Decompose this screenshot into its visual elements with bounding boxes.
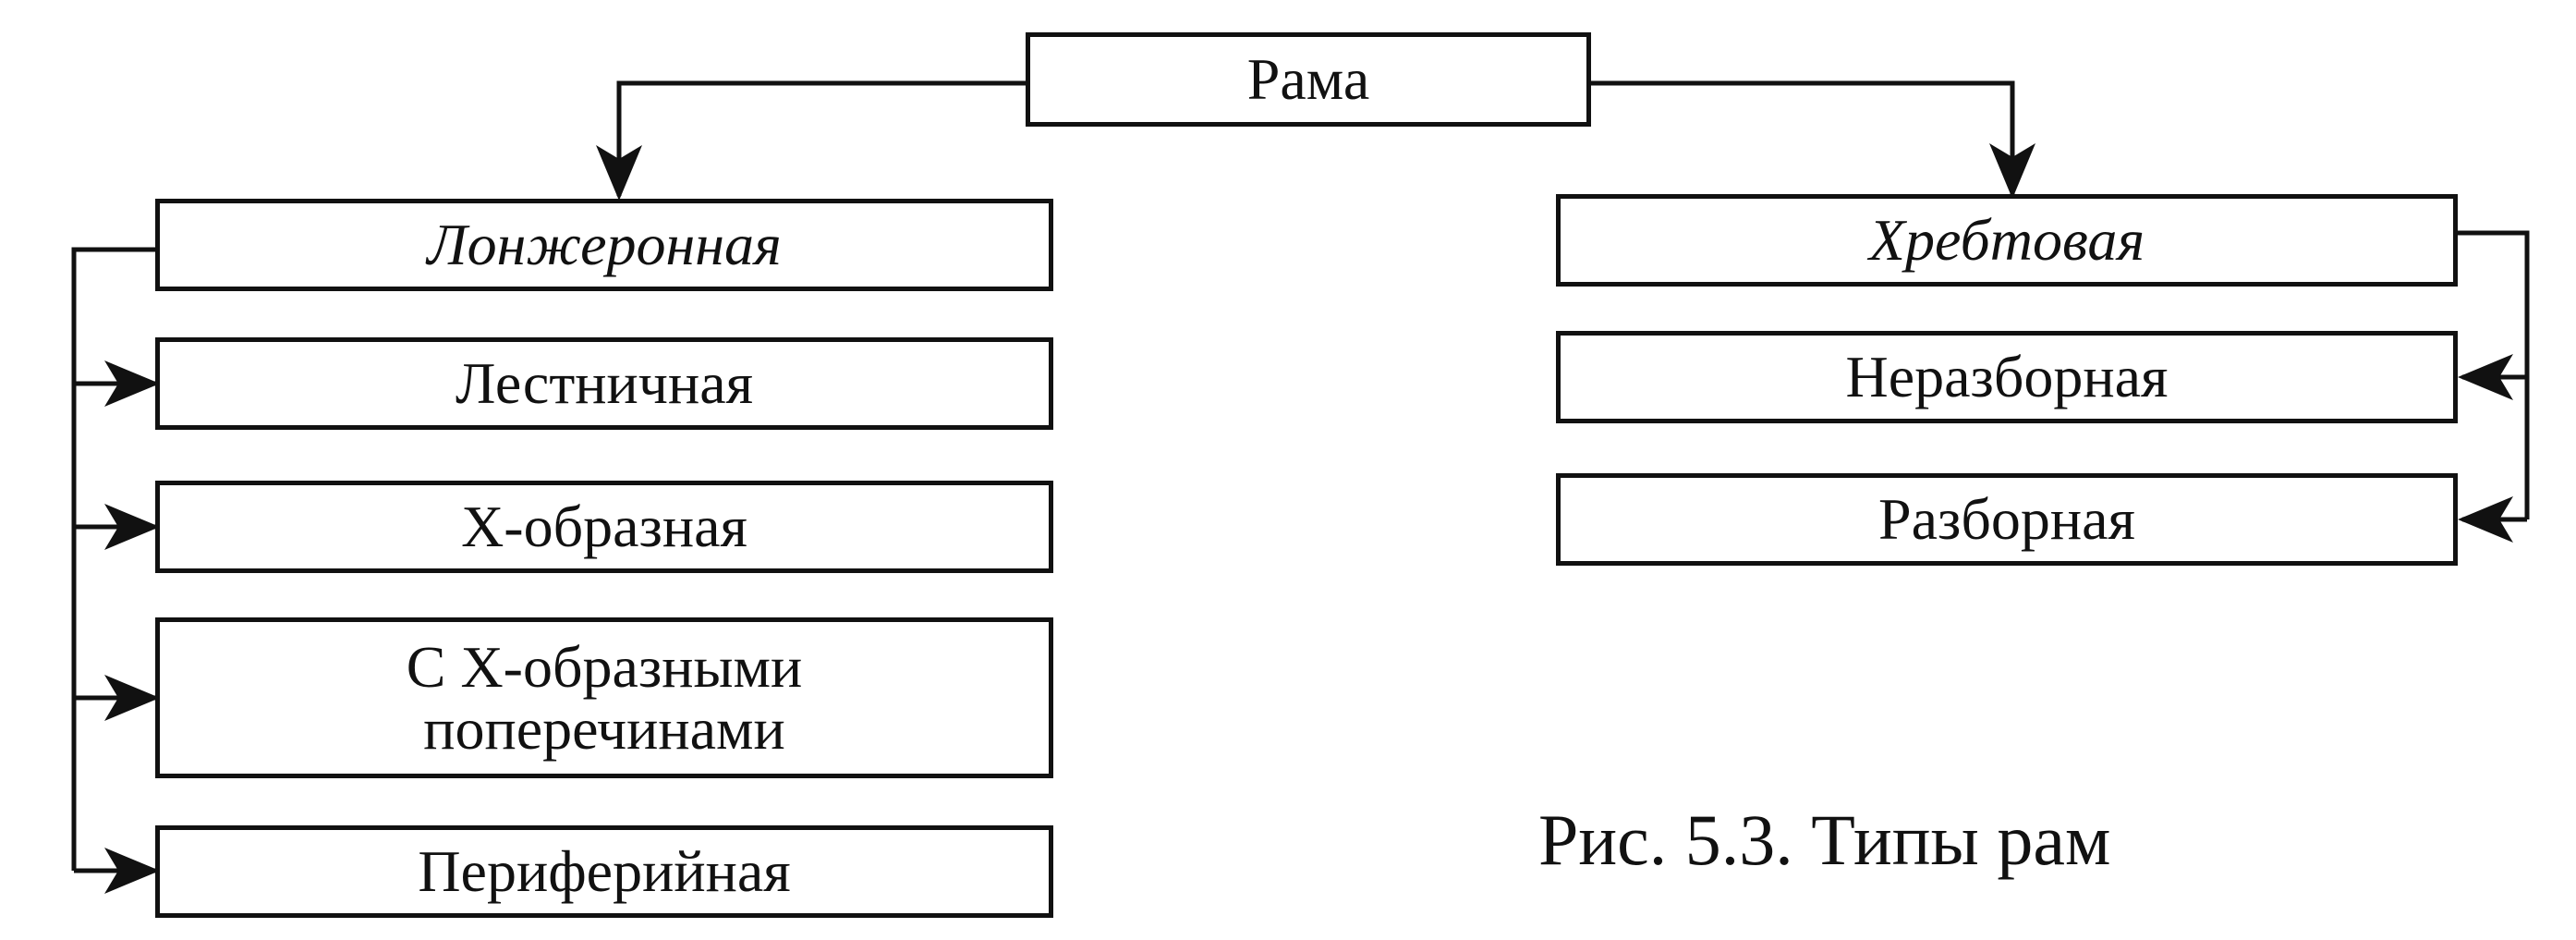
right-branch-node: Хребтовая [1556, 194, 2458, 287]
left-item-3: С Х-образными поперечинами [155, 617, 1053, 778]
left-branch-label: Лонжеронная [427, 212, 782, 278]
right-item-1: Неразборная [1556, 331, 2458, 423]
figure-caption: Рис. 5.3. Типы рам [1538, 800, 2111, 880]
right-item-2-label: Разборная [1878, 486, 2135, 553]
root-to-right-arrow [1589, 80, 2035, 199]
right-bus-line [2458, 230, 2530, 519]
left-item-2: Х-образная [155, 481, 1053, 573]
left-item-3-label: С Х-образными поперечинами [406, 633, 803, 762]
root-node-label: Рама [1246, 46, 1370, 113]
left-item-1: Лестничная [155, 337, 1053, 430]
left-item-2-label: Х-образная [461, 494, 747, 560]
root-to-left-arrow [596, 80, 1027, 201]
right-branch-label: Хребтовая [1868, 207, 2145, 274]
right-item-2: Разборная [1556, 473, 2458, 566]
root-node: Рама [1026, 32, 1591, 127]
left-bus-line [71, 247, 157, 871]
right-item-1-label: Неразборная [1845, 344, 2169, 410]
left-branch-node: Лонжеронная [155, 199, 1053, 291]
left-item-4-label: Периферийная [418, 838, 791, 905]
left-item-4: Периферийная [155, 825, 1053, 918]
left-item-1-label: Лестничная [455, 350, 754, 417]
